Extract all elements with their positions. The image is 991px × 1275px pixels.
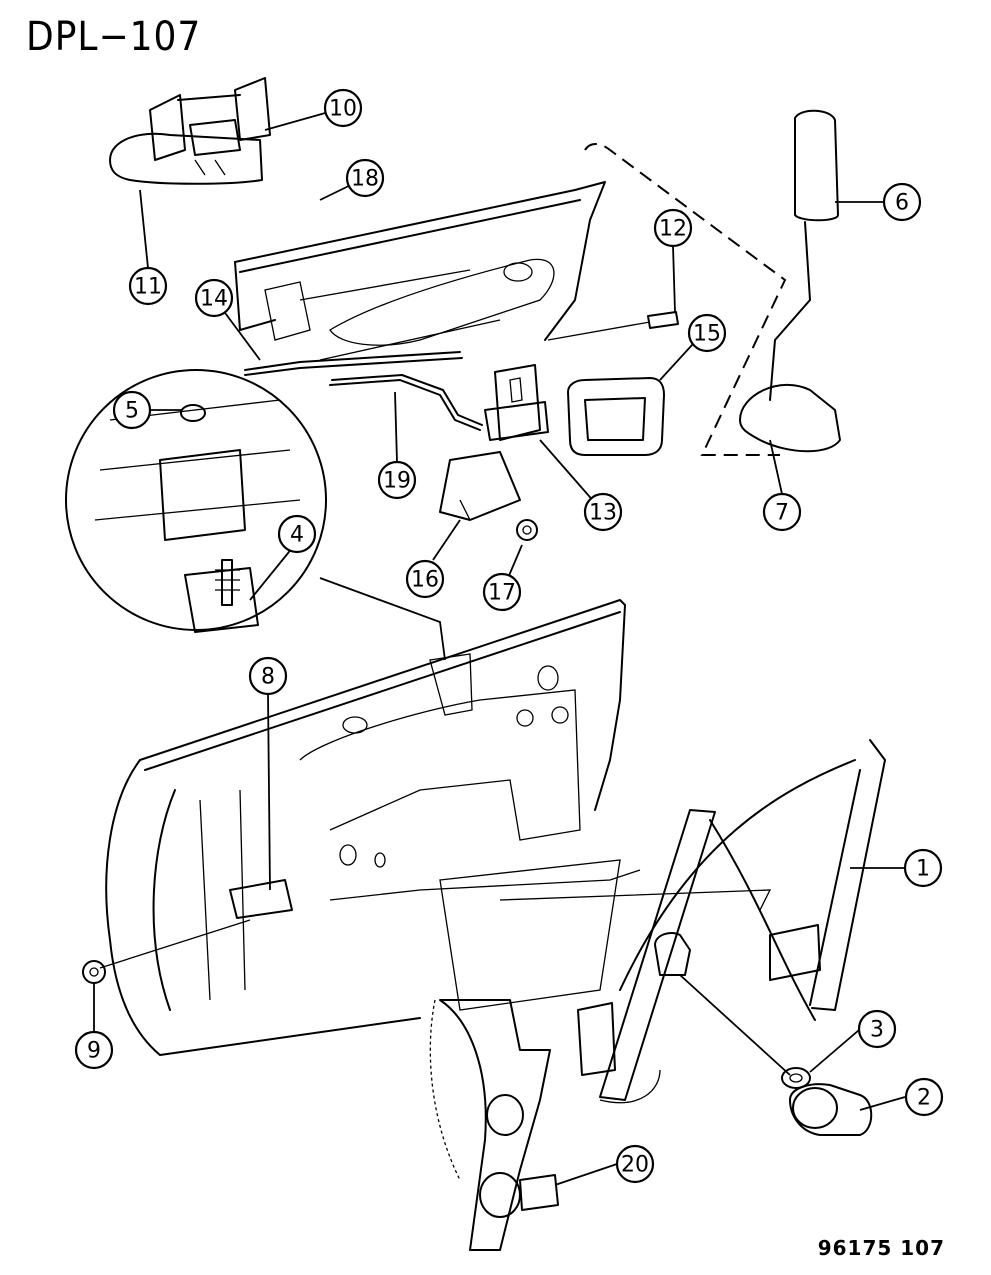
link-rods bbox=[244, 351, 483, 431]
callout-12: 12 bbox=[653, 208, 693, 248]
callout-13: 13 bbox=[583, 492, 623, 532]
callout-label: 4 bbox=[290, 523, 304, 548]
callout-5: 5 bbox=[112, 390, 152, 430]
callout-15: 15 bbox=[687, 313, 727, 353]
callout-20: 20 bbox=[615, 1144, 655, 1184]
callout-label: 12 bbox=[659, 217, 687, 242]
power-regulator-motor bbox=[429, 999, 559, 1251]
callout-7: 7 bbox=[762, 492, 802, 532]
detail-inset bbox=[65, 369, 327, 633]
callout-9: 9 bbox=[74, 1030, 114, 1070]
callout-3: 3 bbox=[857, 1009, 897, 1049]
callout-label: 13 bbox=[589, 501, 617, 526]
callout-label: 7 bbox=[775, 501, 789, 526]
callout-18: 18 bbox=[345, 158, 385, 198]
page-title: DPL−107 bbox=[26, 14, 202, 60]
door-latch bbox=[484, 364, 549, 441]
callout-6: 6 bbox=[882, 182, 922, 222]
callout-14: 14 bbox=[194, 278, 234, 318]
callout-10: 10 bbox=[323, 88, 363, 128]
callout-17: 17 bbox=[482, 572, 522, 612]
callout-4: 4 bbox=[277, 514, 317, 554]
callout-2: 2 bbox=[904, 1077, 944, 1117]
diagram-code: 96175 107 bbox=[817, 1236, 945, 1260]
callout-label: 5 bbox=[125, 399, 139, 424]
callout-label: 8 bbox=[261, 665, 275, 690]
crank-handle bbox=[679, 974, 873, 1136]
window-regulator bbox=[577, 739, 886, 1104]
callout-16: 16 bbox=[405, 559, 445, 599]
callout-label: 20 bbox=[621, 1153, 649, 1178]
door-inner-panel-upper bbox=[234, 181, 606, 361]
bolt bbox=[547, 311, 679, 341]
bracket bbox=[439, 451, 538, 541]
callout-8: 8 bbox=[248, 656, 288, 696]
callout-label: 2 bbox=[917, 1086, 931, 1111]
callout-label: 1 bbox=[916, 857, 930, 882]
callout-label: 9 bbox=[87, 1039, 101, 1064]
callout-11: 11 bbox=[128, 266, 168, 306]
callout-label: 6 bbox=[895, 191, 909, 216]
callout-label: 14 bbox=[200, 287, 228, 312]
callout-label: 16 bbox=[411, 568, 439, 593]
handle-bezel bbox=[567, 377, 665, 456]
callout-label: 11 bbox=[134, 275, 162, 300]
callout-label: 15 bbox=[693, 322, 721, 347]
callout-label: 17 bbox=[488, 581, 516, 606]
outside-handle bbox=[109, 77, 271, 185]
callout-19: 19 bbox=[377, 460, 417, 500]
door-shell bbox=[105, 599, 772, 1056]
inside-handle-assembly bbox=[584, 109, 841, 456]
callout-label: 19 bbox=[383, 469, 411, 494]
callout-1: 1 bbox=[903, 848, 943, 888]
callout-label: 10 bbox=[329, 97, 357, 122]
callout-label: 18 bbox=[351, 167, 379, 192]
leader-lines bbox=[93, 107, 906, 1186]
hinge-bracket bbox=[82, 879, 293, 984]
callout-label: 3 bbox=[870, 1018, 884, 1043]
